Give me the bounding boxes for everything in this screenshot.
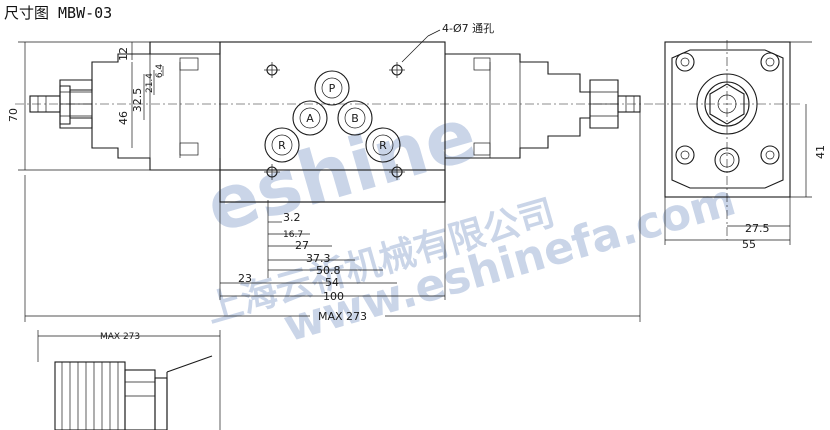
dim-16-7: 16.7 <box>283 230 303 240</box>
dim-3-2: 3.2 <box>283 211 301 224</box>
holes-note: 4-Ø7 通孔 <box>442 22 494 35</box>
port-p: P <box>314 70 350 106</box>
detail-view: MAX 273 <box>37 330 221 430</box>
dim-6-4: 6.4 <box>155 64 165 79</box>
dim-23: 23 <box>238 272 252 285</box>
side-view: 41 27.5 55 <box>655 40 827 251</box>
dim-21-4: 21.4 <box>145 73 155 93</box>
dim-12: 12 <box>117 47 130 61</box>
port-label-b: B <box>351 112 359 125</box>
dim-max-273: MAX 273 <box>318 310 367 323</box>
dim-54: 54 <box>325 276 339 289</box>
dim-32-5: 32.5 <box>131 88 144 113</box>
detail-max-273: MAX 273 <box>100 332 140 342</box>
port-r-right: R <box>365 127 401 163</box>
port-r-left: R <box>264 127 300 163</box>
dim-27-5: 27.5 <box>745 222 770 235</box>
port-a: A <box>292 100 328 136</box>
vertical-dimensions: 70 46 12 32.5 21.4 6.4 <box>7 41 165 171</box>
watermark: eshine 上海云祈机械有限公司 www.eshinefa.com <box>197 91 741 352</box>
holes-callout: 4-Ø7 通孔 <box>401 22 494 63</box>
dim-37-3: 37.3 <box>306 252 331 265</box>
dim-46: 46 <box>117 111 130 125</box>
dim-41: 41 <box>814 145 827 159</box>
port-label-p: P <box>329 82 336 95</box>
dim-27: 27 <box>295 239 309 252</box>
dim-70: 70 <box>7 108 20 122</box>
dim-50-8: 50.8 <box>316 264 341 277</box>
dim-100: 100 <box>323 290 344 303</box>
port-label-r-left: R <box>278 139 286 152</box>
port-label-a: A <box>306 112 314 125</box>
horizontal-dimensions: 3.2 16.7 27 37.3 50.8 23 54 100 MAX 273 <box>24 112 641 323</box>
port-label-r-right: R <box>379 139 387 152</box>
drawing-title: 尺寸图 MBW-03 <box>4 4 113 22</box>
port-b: B <box>337 100 373 136</box>
dim-55: 55 <box>742 238 756 251</box>
front-view: P A B R R <box>15 41 655 203</box>
